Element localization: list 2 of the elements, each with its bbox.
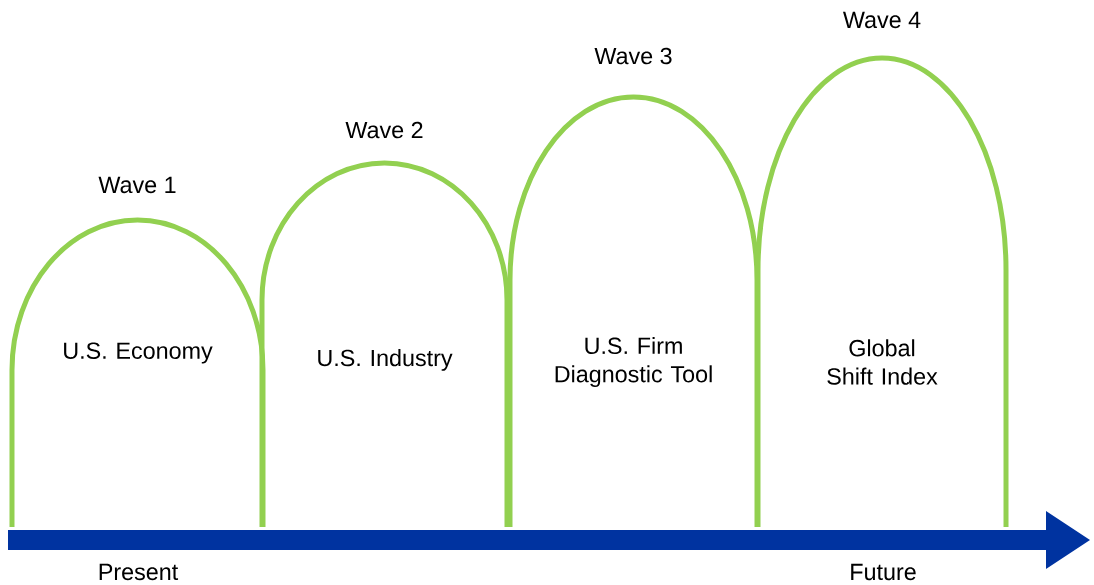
timeline-label: Future	[851, 563, 916, 581]
timeline-label: Present	[99, 563, 179, 581]
